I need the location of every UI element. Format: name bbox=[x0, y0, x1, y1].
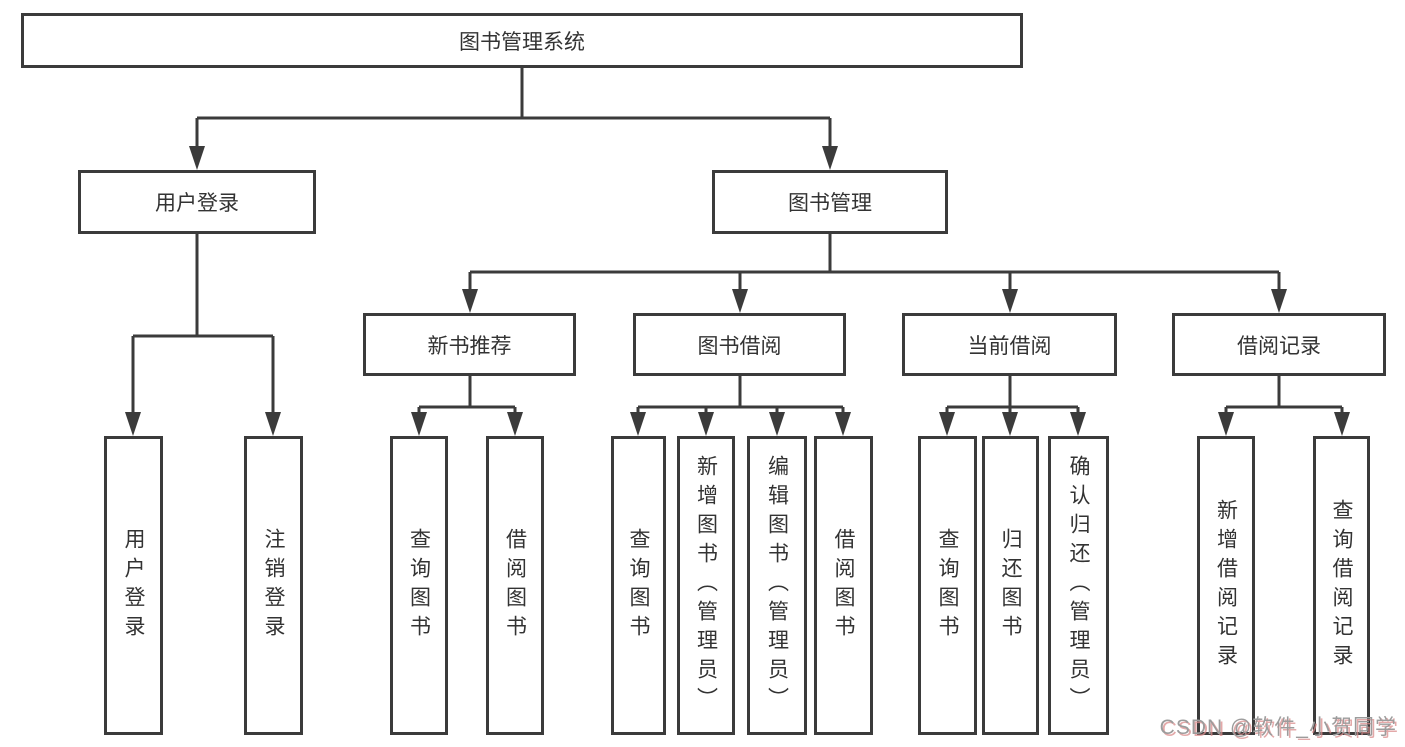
leaf-bb-edit-book-admin: 编辑图书（管理员） bbox=[747, 436, 807, 735]
node-book-borrow: 图书借阅 bbox=[633, 313, 846, 376]
leaf-bb-edit-book-admin-label: 编辑图书（管理员） bbox=[765, 455, 789, 716]
node-user-login: 用户登录 bbox=[78, 170, 316, 234]
leaf-nb-borrow-book: 借阅图书 bbox=[486, 436, 544, 735]
connector-book-borrow bbox=[636, 376, 845, 414]
leaf-bb-query-book-label: 查询图书 bbox=[627, 527, 650, 644]
node-current-borrow: 当前借阅 bbox=[902, 313, 1117, 376]
leaf-bb-borrow-book: 借阅图书 bbox=[814, 436, 873, 735]
leaf-br-add-record-label: 新增借阅记录 bbox=[1214, 498, 1238, 673]
arrowhead bbox=[462, 289, 478, 313]
csdn-watermark: CSDN @软件_小贺同学 bbox=[1159, 716, 1397, 739]
leaf-user-login: 用户登录 bbox=[104, 436, 163, 735]
leaf-nb-borrow-book-label: 借阅图书 bbox=[503, 527, 527, 644]
connector-root bbox=[195, 68, 832, 148]
arrowhead bbox=[1002, 289, 1018, 313]
node-borrow-record-label: 借阅记录 bbox=[1237, 334, 1321, 358]
leaf-cb-return-book: 归还图书 bbox=[982, 436, 1039, 735]
arrowhead bbox=[1334, 412, 1350, 436]
arrowhead bbox=[732, 289, 748, 313]
node-book-management-label: 图书管理 bbox=[788, 192, 872, 215]
arrowhead bbox=[822, 146, 838, 170]
leaf-bb-add-book-admin-label: 新增图书（管理员） bbox=[694, 455, 718, 716]
leaf-br-query-record-label: 查询借阅记录 bbox=[1330, 498, 1353, 673]
arrowhead bbox=[769, 412, 785, 436]
arrowhead bbox=[507, 412, 523, 436]
connector-new-book bbox=[417, 376, 517, 414]
arrowhead bbox=[1218, 412, 1234, 436]
node-root-label: 图书管理系统 bbox=[459, 30, 585, 54]
leaf-bb-add-book-admin: 新增图书（管理员） bbox=[677, 436, 735, 735]
leaf-br-add-record: 新增借阅记录 bbox=[1197, 436, 1255, 735]
connector-book-management bbox=[468, 234, 1281, 291]
leaf-bb-query-book: 查询图书 bbox=[611, 436, 666, 735]
arrowhead bbox=[189, 146, 205, 170]
node-root: 图书管理系统 bbox=[21, 13, 1023, 68]
leaf-cb-query-book-label: 查询图书 bbox=[936, 527, 959, 644]
node-current-borrow-label: 当前借阅 bbox=[967, 334, 1052, 358]
leaf-logout-label: 注销登录 bbox=[262, 527, 285, 644]
arrowhead bbox=[1070, 412, 1086, 436]
node-user-login-label: 用户登录 bbox=[155, 192, 239, 215]
arrowhead bbox=[411, 412, 427, 436]
leaf-cb-confirm-return-admin: 确认归还（管理员） bbox=[1048, 436, 1109, 735]
connector-user-login bbox=[131, 234, 275, 414]
leaf-nb-query-book: 查询图书 bbox=[390, 436, 448, 735]
leaf-bb-borrow-book-label: 借阅图书 bbox=[832, 527, 855, 644]
arrowhead bbox=[630, 412, 646, 436]
leaf-cb-query-book: 查询图书 bbox=[918, 436, 977, 735]
node-new-book-recommend-label: 新书推荐 bbox=[427, 334, 512, 358]
arrowhead bbox=[835, 412, 851, 436]
arrowhead bbox=[1002, 412, 1018, 436]
leaf-cb-return-book-label: 归还图书 bbox=[999, 527, 1022, 644]
arrowhead bbox=[1271, 289, 1287, 313]
connector-current-borrow bbox=[945, 376, 1080, 414]
leaf-logout: 注销登录 bbox=[244, 436, 303, 735]
node-book-management: 图书管理 bbox=[712, 170, 948, 234]
leaf-nb-query-book-label: 查询图书 bbox=[407, 527, 431, 644]
node-borrow-record: 借阅记录 bbox=[1172, 313, 1386, 376]
node-book-borrow-label: 图书借阅 bbox=[697, 334, 782, 358]
arrowhead bbox=[939, 412, 955, 436]
node-new-book-recommend: 新书推荐 bbox=[363, 313, 576, 376]
arrowhead bbox=[125, 412, 141, 436]
leaf-cb-confirm-return-admin-label: 确认归还（管理员） bbox=[1067, 455, 1090, 716]
arrowhead bbox=[698, 412, 714, 436]
leaf-user-login-label: 用户登录 bbox=[122, 527, 145, 644]
connector-borrow-record bbox=[1224, 376, 1344, 414]
arrowhead bbox=[265, 412, 281, 436]
leaf-br-query-record: 查询借阅记录 bbox=[1313, 436, 1370, 735]
